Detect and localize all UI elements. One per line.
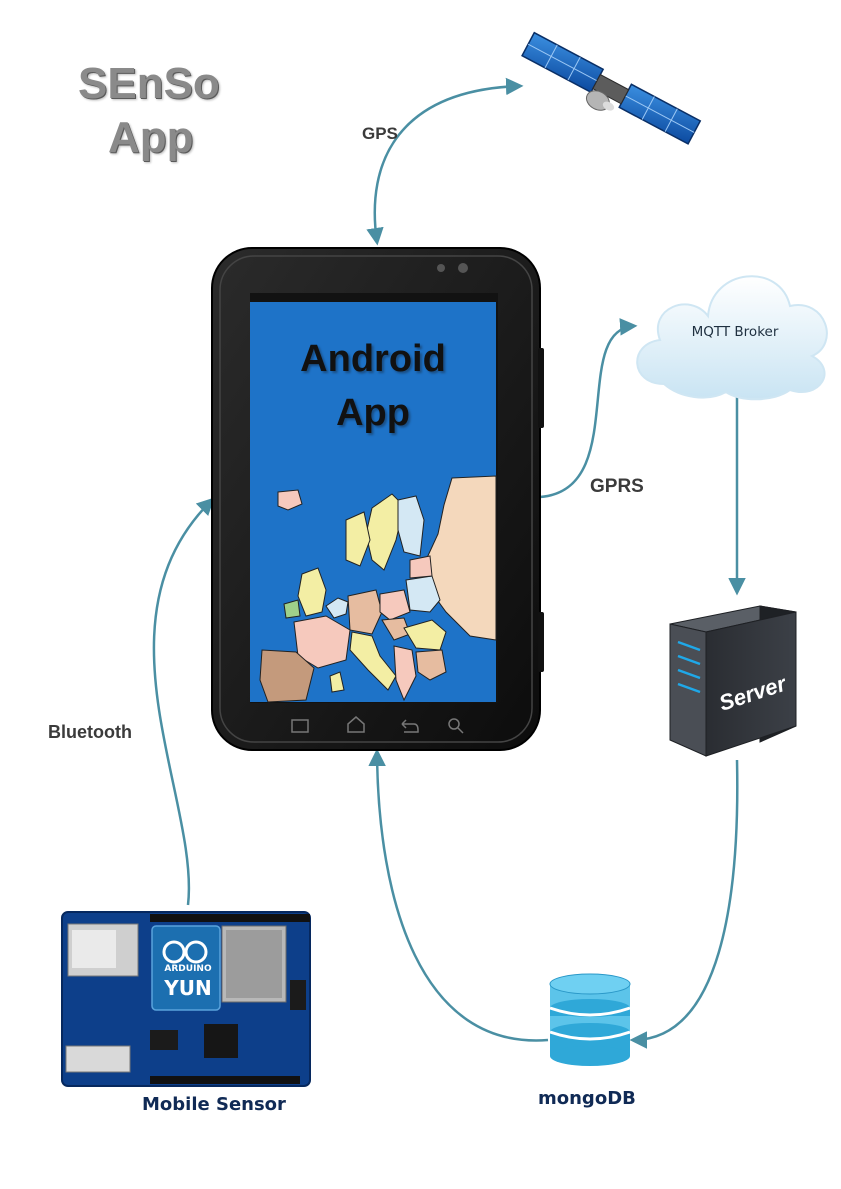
- europe-map: [259, 475, 497, 703]
- gps-link: [366, 77, 524, 246]
- database-icon: [549, 973, 631, 1066]
- screen-title-line-2: App: [336, 392, 410, 434]
- bluetooth-link: [152, 497, 215, 906]
- server-to-db-link: [629, 759, 739, 1049]
- bluetooth-label: Bluetooth: [48, 722, 132, 742]
- phone-nav-bar: [291, 716, 464, 734]
- db-to-app-link: [368, 748, 549, 1042]
- android-phone: [211, 247, 544, 751]
- mqtt-broker-label: MQTT Broker: [691, 324, 779, 340]
- mobile-sensor-label: Mobile Sensor: [142, 1094, 286, 1115]
- arduino-board: [61, 911, 311, 1087]
- arduino-brand-label: ARDUINO: [164, 964, 212, 974]
- menu-icon[interactable]: [291, 719, 309, 733]
- search-icon[interactable]: [448, 718, 464, 734]
- mongodb-label: mongoDB: [538, 1088, 636, 1109]
- screen-title-line-1: Android: [300, 338, 446, 380]
- cloud-icon: [636, 275, 828, 401]
- gprs-link: [539, 318, 638, 499]
- gprs-label: GPRS: [590, 476, 644, 497]
- connectors: [152, 77, 746, 1049]
- back-icon[interactable]: [401, 719, 419, 733]
- app-title-line-1: SEnSo: [78, 59, 220, 108]
- satellite-icon: [521, 31, 702, 145]
- gps-label: GPS: [362, 124, 398, 143]
- app-title-line-2: App: [108, 113, 194, 162]
- arduino-model-label: YUN: [164, 976, 212, 1000]
- home-icon[interactable]: [347, 716, 365, 733]
- server-icon: [669, 605, 797, 757]
